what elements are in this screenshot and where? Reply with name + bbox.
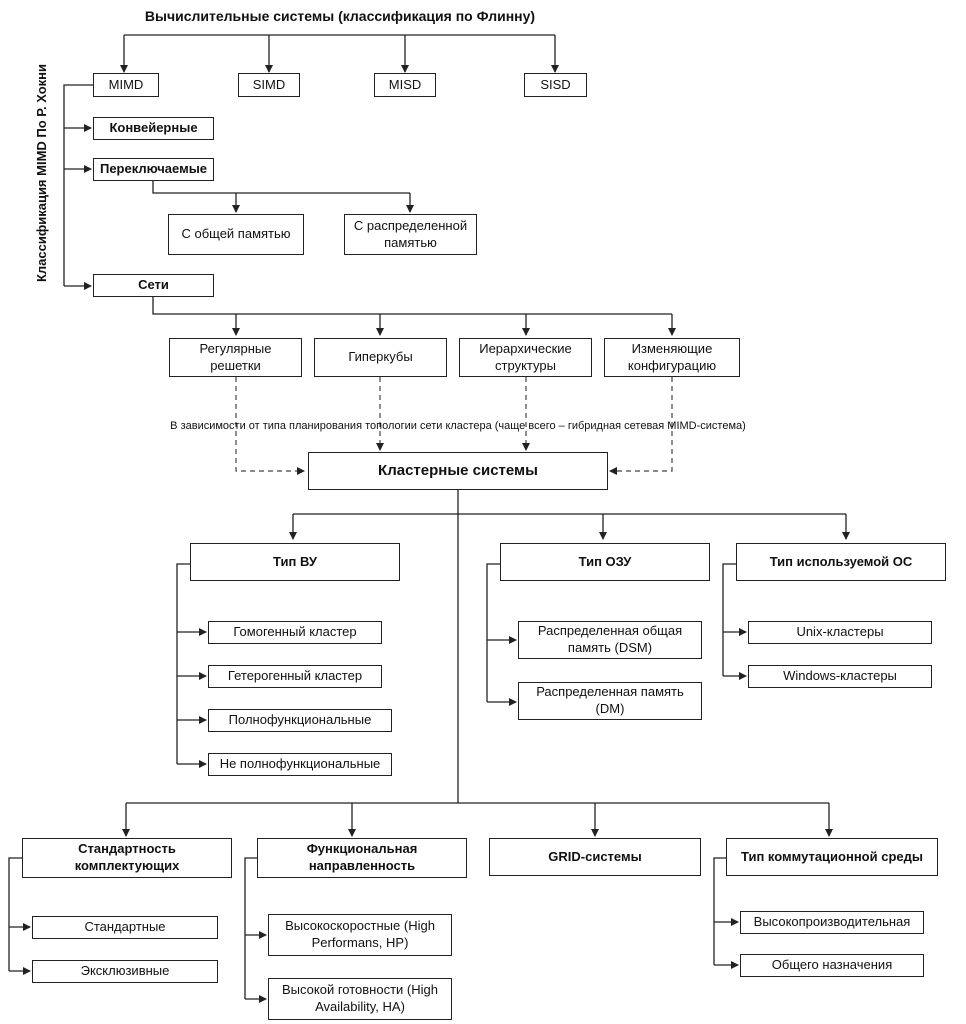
- os-item-windows: Windows-кластеры: [748, 665, 932, 688]
- hypercubes-node: Гиперкубы: [314, 338, 447, 377]
- reconfigurable-node: Изменяющие конфигурацию: [604, 338, 740, 377]
- components-item-exclusive: Эксклюзивные: [32, 960, 218, 983]
- grid-systems-node: GRID-системы: [489, 838, 701, 876]
- mimd-node: MIMD: [93, 73, 159, 97]
- vu-item-heterogeneous: Гетерогенный кластер: [208, 665, 382, 688]
- cluster-systems-node: Кластерные системы: [308, 452, 608, 490]
- distributed-memory-node: С распределенной памятью: [344, 214, 477, 255]
- components-item-standard: Стандартные: [32, 916, 218, 939]
- ozu-type-node: Тип ОЗУ: [500, 543, 710, 581]
- os-item-unix: Unix-кластеры: [748, 621, 932, 644]
- switching-type-node: Тип коммутационной среды: [726, 838, 938, 876]
- misd-node: MISD: [374, 73, 436, 97]
- vu-item-homogeneous: Гомогенный кластер: [208, 621, 382, 644]
- sisd-node: SISD: [524, 73, 587, 97]
- switching-item-general-purpose: Общего назначения: [740, 954, 924, 977]
- regular-grids-node: Регулярные решетки: [169, 338, 302, 377]
- switched-node: Переключаемые: [93, 158, 214, 181]
- vu-item-full-function: Полнофункциональные: [208, 709, 392, 732]
- functional-item-hp: Высокоскоростные (High Performans, HP): [268, 914, 452, 956]
- ozu-item-dsm: Распределенная общая память (DSM): [518, 621, 702, 659]
- components-standard-node: Стандартность комплектующих: [22, 838, 232, 878]
- simd-node: SIMD: [238, 73, 300, 97]
- hierarchical-node: Иерархические структуры: [459, 338, 592, 377]
- vu-type-node: Тип ВУ: [190, 543, 400, 581]
- ozu-item-dm: Распределенная память (DM): [518, 682, 702, 720]
- os-type-node: Тип используемой ОС: [736, 543, 946, 581]
- vu-item-partial-function: Не полнофункциональные: [208, 753, 392, 776]
- functional-item-ha: Высокой готовности (High Availability, H…: [268, 978, 452, 1020]
- pipeline-node: Конвейерные: [93, 117, 214, 140]
- switching-item-high-performance: Высокопроизводительная: [740, 911, 924, 934]
- hockney-classification-label: Классификация MIMD По Р. Хокни: [34, 63, 49, 283]
- functional-direction-node: Функциональная направленность: [257, 838, 467, 878]
- shared-memory-node: С общей памятью: [168, 214, 304, 255]
- topology-note: В зависимости от типа планирования топол…: [170, 420, 746, 432]
- networks-node: Сети: [93, 274, 214, 297]
- diagram-title: Вычислительные системы (классификация по…: [144, 8, 536, 24]
